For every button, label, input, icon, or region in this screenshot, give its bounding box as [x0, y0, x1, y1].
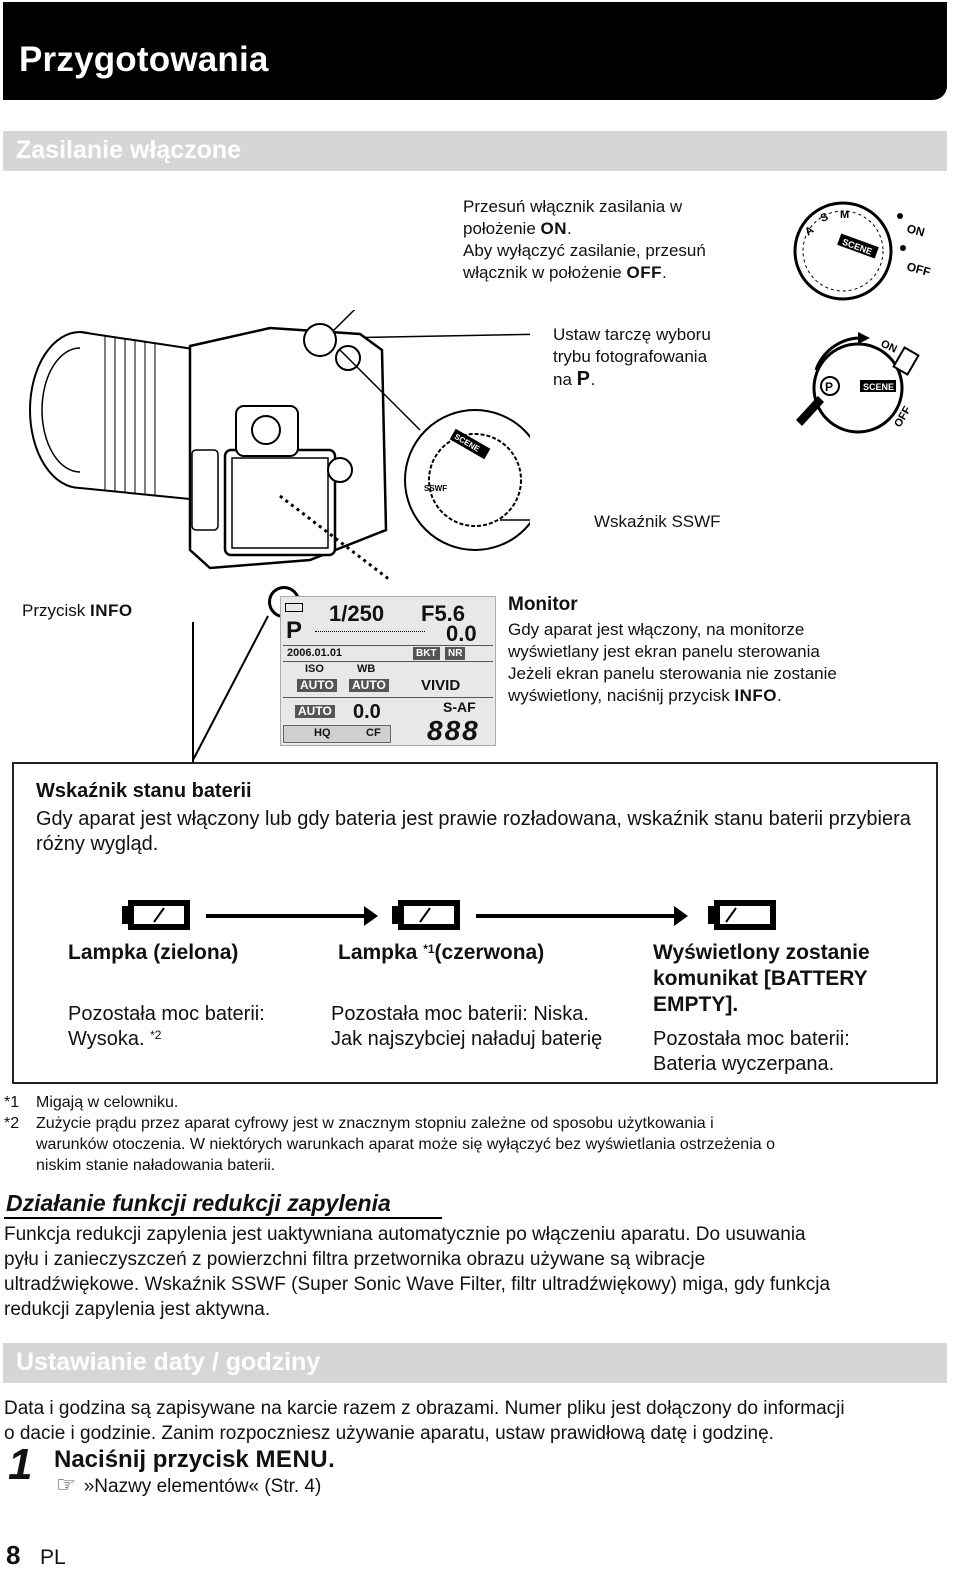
battery-green-text: Pozostała moc baterii: Wysoka. *2: [68, 1003, 265, 1050]
battery-empty-text: Pozostała moc baterii: Bateria wyczerpan…: [653, 1028, 850, 1075]
info-button-label: Przycisk INFO: [22, 601, 133, 620]
svg-text:SSWF: SSWF: [424, 484, 447, 493]
lcd-aperture: F5.6: [421, 601, 466, 626]
section-title: Ustawianie daty / godziny: [16, 1348, 321, 1376]
monitor-text: Gdy aparat jest włączony, na monitorze w…: [508, 619, 837, 707]
battery-icon: [285, 603, 303, 612]
info-leader-line: [192, 622, 194, 762]
lcd-mode: P: [286, 617, 303, 644]
lcd-quality: HQ: [314, 727, 331, 739]
battery-title: Wskaźnik stanu baterii: [36, 780, 252, 802]
battery-leader: [192, 615, 269, 761]
section-title: Zasilanie włączone: [16, 136, 242, 164]
mode-note-line: na P.: [553, 368, 596, 390]
heading-underline: [4, 1217, 442, 1219]
svg-text:SCENE: SCENE: [863, 382, 894, 392]
lcd-flash-value: AUTO: [295, 705, 335, 718]
lcd-wb-value: AUTO: [349, 679, 389, 692]
monitor-title: Monitor: [508, 594, 578, 615]
chapter-header: Przygotowania: [3, 2, 947, 100]
battery-low-icon: [392, 900, 460, 930]
battery-empty-icon: [708, 900, 776, 930]
power-note-line: włącznik w położenie OFF.: [463, 263, 667, 282]
battery-full-icon: [122, 900, 190, 930]
datetime-text: Data i godzina są zapisywane na karcie r…: [4, 1398, 845, 1444]
sswf-label: Wskaźnik SSWF: [594, 512, 721, 531]
mode-note-line: Ustaw tarczę wyboru: [553, 325, 711, 344]
lcd-shutter: 1/250: [329, 601, 385, 626]
camera-illustration: SCENE SSWF: [29, 310, 530, 582]
lcd-exposure: 0.0: [446, 621, 477, 646]
monitor-line: Jeżeli ekran panelu sterowania nie zosta…: [508, 664, 837, 683]
monitor-line: Gdy aparat jest włączony, na monitorze: [508, 620, 805, 639]
lcd-af-mode: S-AF: [443, 699, 476, 715]
lcd-wb-label: WB: [357, 663, 376, 675]
nr-badge: NR: [445, 647, 466, 660]
lcd-iso-value: AUTO: [297, 679, 337, 692]
step-reference: ☞»Nazwy elementów« (Str. 4): [56, 1472, 322, 1497]
svg-text:ON: ON: [905, 221, 926, 239]
battery-info-box: [12, 762, 938, 1084]
lcd-picture-mode: VIVID: [421, 677, 461, 694]
svg-text:S: S: [819, 211, 830, 225]
lcd-compensation: 0.0: [353, 701, 381, 723]
power-note: Przesuń włącznik zasilania w położenie O…: [463, 196, 706, 284]
battery-red-heading: Lampka *1(czerwona): [338, 941, 545, 964]
battery-red-text: Pozostała moc baterii: Niska. Jak najszy…: [331, 1003, 603, 1050]
page-number: 8: [6, 1540, 21, 1570]
bkt-badge: BKT: [413, 647, 440, 660]
monitor-line: wyświetlany jest ekran panelu sterowania: [508, 642, 820, 661]
power-note-line: położenie ON.: [463, 219, 572, 238]
dust-reduction-heading: Działanie funkcji redukcji zapylenia: [6, 1190, 391, 1216]
step-number: 1: [8, 1440, 33, 1489]
control-panel-screen: 1/250 F5.6 P 0.0 2006.01.01 BKT NR ISO A…: [280, 596, 496, 746]
reference-icon: ☞: [56, 1472, 76, 1497]
battery-empty-heading: Wyświetlony zostanie komunikat [BATTERY …: [653, 941, 870, 1016]
power-note-line: Aby wyłączyć zasilanie, przesuń: [463, 241, 706, 260]
mode-dial-note: Ustaw tarczę wyboru trybu fotografowania…: [553, 324, 711, 391]
mode-note-line: trybu fotografowania: [553, 347, 708, 366]
footnote-2-text: Zużycie prądu przez aparat cyfrowy jest …: [36, 1115, 775, 1174]
section-header-power: Zasilanie włączone: [3, 131, 947, 171]
power-dial-illustration: SCENE A S M ON OFF: [793, 201, 932, 301]
battery-state-sequence: [122, 900, 776, 930]
lcd-card: CF: [366, 727, 381, 739]
battery-green-heading: Lampka (zielona): [68, 941, 239, 964]
lcd-bottom-bar: HQ CF: [283, 725, 391, 743]
dust-reduction-text: Funkcja redukcji zapylenia jest uaktywni…: [4, 1224, 831, 1320]
svg-text:P: P: [825, 380, 833, 394]
footnote-2-mark: *2: [4, 1115, 20, 1132]
battery-description: Gdy aparat jest włączony lub gdy bateria…: [36, 808, 911, 855]
exposure-scale: [315, 631, 425, 635]
lcd-iso-label: ISO: [305, 663, 324, 675]
lcd-frames: 888: [427, 715, 480, 746]
footnote-1-text: Migają w celowniku.: [36, 1094, 179, 1111]
chapter-title: Przygotowania: [19, 40, 269, 79]
step-heading: Naciśnij przycisk MENU.: [54, 1446, 335, 1473]
svg-text:M: M: [840, 209, 849, 221]
lcd-date: 2006.01.01: [287, 647, 343, 659]
power-note-line: Przesuń włącznik zasilania w: [463, 197, 683, 216]
language-code: PL: [40, 1546, 66, 1569]
svg-text:OFF: OFF: [905, 259, 932, 279]
section-header-datetime: Ustawianie daty / godziny: [3, 1343, 947, 1383]
mode-dial-illustration: SCENE P ON OFF: [796, 332, 920, 434]
monitor-line: wyświetlony, naciśnij przycisk INFO.: [508, 686, 782, 705]
footnote-1-mark: *1: [4, 1094, 20, 1111]
